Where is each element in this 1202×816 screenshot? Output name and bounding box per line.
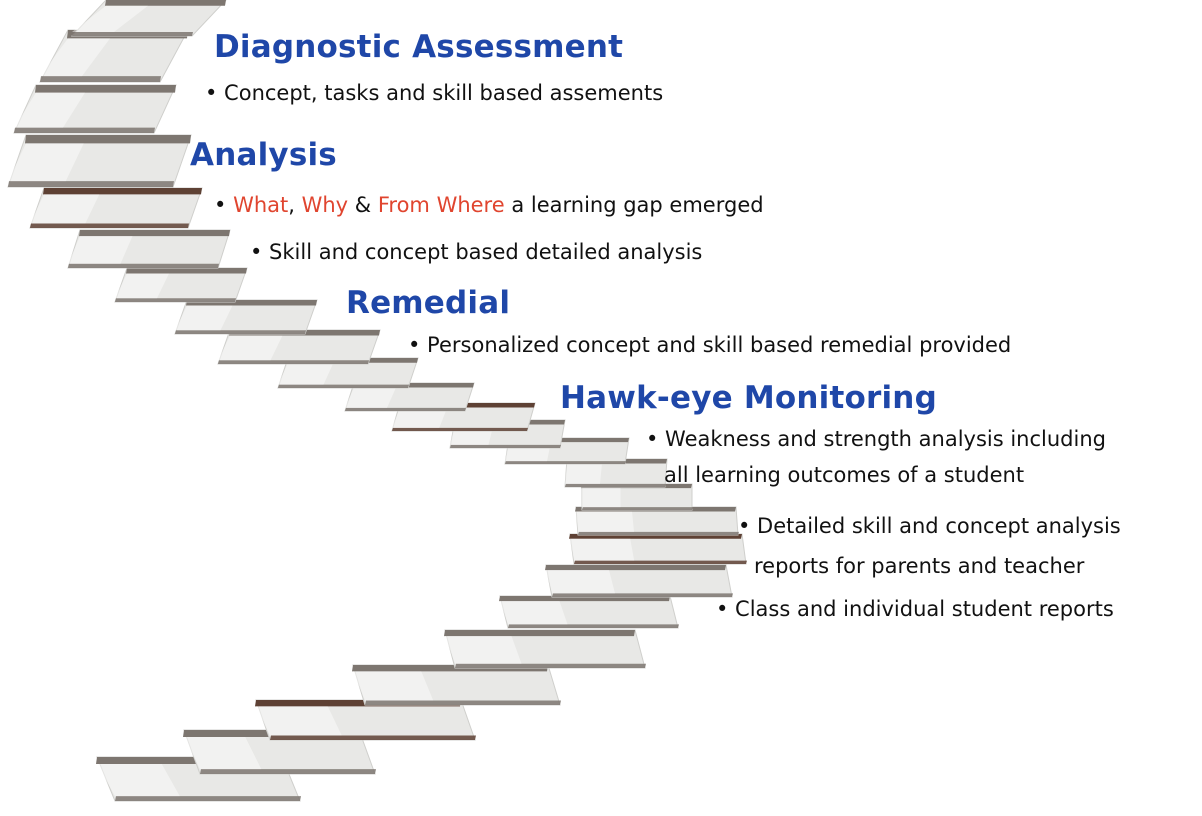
book-8 (569, 533, 747, 565)
bullet-line: • Detailed skill and concept analysis (738, 514, 1121, 538)
book-16 (277, 357, 419, 389)
book-9 (575, 506, 739, 536)
heading-analysis: Analysis (190, 137, 337, 173)
bullet-diagnostic-assessment: • Concept, tasks and skill based assemen… (205, 81, 664, 105)
book-18 (174, 299, 318, 335)
heading-remedial: Remedial (346, 285, 511, 321)
bullet-line: • Weakness and strength analysis includi… (646, 427, 1106, 451)
book-22 (7, 134, 192, 188)
bullet-line-continued: all learning outcomes of a student (664, 463, 1025, 487)
bullet-class-reports: • Class and individual student reports (716, 597, 1114, 621)
book-4 (352, 664, 561, 706)
bullet-remedial: • Personalized concept and skill based r… (408, 333, 1012, 357)
book-17 (217, 329, 381, 365)
bullet-rest: a learning gap emerged (504, 193, 764, 217)
bullet-detailed-reports: • Detailed skill and concept analysis rep… (738, 506, 1121, 586)
book-21 (29, 187, 203, 229)
book-23 (13, 84, 177, 134)
book-5 (444, 629, 646, 669)
book-11 (564, 458, 668, 488)
separator: & (348, 193, 378, 217)
book-6 (499, 595, 679, 629)
book-3 (255, 699, 476, 741)
bullet-analysis-detailed: • Skill and concept based detailed analy… (250, 240, 703, 264)
highlight-from-where: From Where (377, 193, 505, 217)
heading-diagnostic-assessment: Diagnostic Assessment (214, 29, 624, 65)
book-24 (39, 29, 189, 83)
book-20 (67, 229, 231, 269)
bullet-prefix: • (214, 193, 234, 217)
separator: , (288, 193, 302, 217)
highlight-what: What (233, 193, 289, 217)
book-7 (545, 564, 733, 598)
book-25 (70, 0, 227, 37)
bullet-analysis-learning-gap: • What, Why & From Where a learning gap … (214, 192, 764, 218)
book-19 (114, 267, 248, 303)
highlight-why: Why (301, 193, 349, 217)
bullet-weakness-strength: • Weakness and strength analysis includi… (646, 421, 1106, 493)
heading-hawk-eye-monitoring: Hawk-eye Monitoring (560, 380, 937, 416)
book-15 (344, 382, 475, 412)
bullet-line-continued: reports for parents and teacher (754, 554, 1085, 578)
